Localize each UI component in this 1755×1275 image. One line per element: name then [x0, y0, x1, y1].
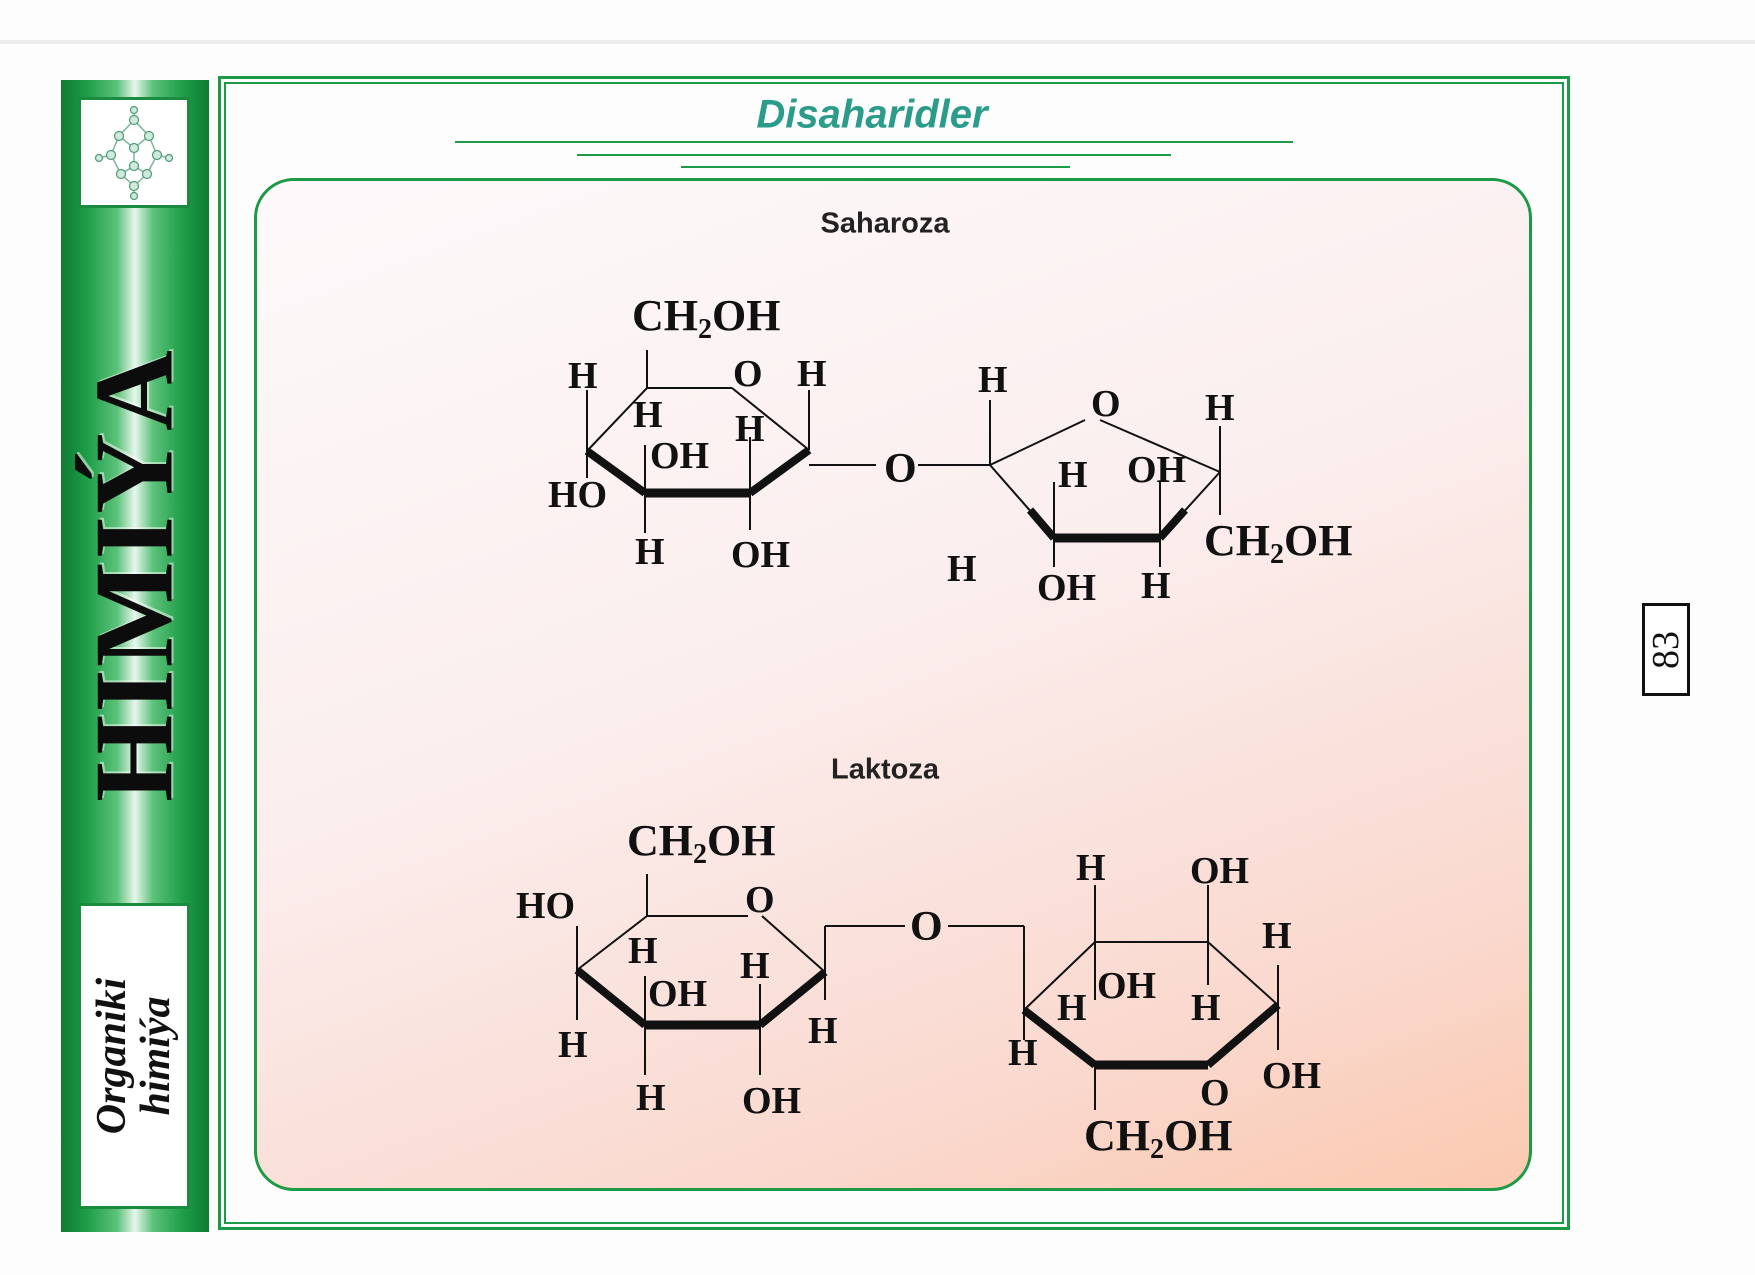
- page-frame-inner: [224, 82, 1564, 1224]
- laktoza-oh-1: OH: [648, 973, 707, 1015]
- laktoza-r-oh-top: OH: [1190, 850, 1249, 892]
- laktoza-oh-2: OH: [742, 1080, 801, 1122]
- title-rule-2: [577, 154, 1171, 156]
- page-number-box: [1642, 603, 1690, 696]
- saharoza-o-ring: O: [733, 353, 763, 395]
- page-edge: [0, 40, 1755, 44]
- laktoza-h-3: H: [558, 1024, 588, 1066]
- saharoza-f-h-in: H: [1058, 454, 1088, 496]
- saharoza-glucose-bold-edges: [584, 446, 812, 497]
- saharoza-h-5: H: [635, 531, 665, 573]
- laktoza-r-ch2oh: CH2OH: [1084, 1111, 1232, 1165]
- section-title-saharoza: Saharoza: [820, 207, 950, 240]
- laktoza-r-oh-in: OH: [1097, 965, 1156, 1007]
- saharoza-h-1: H: [568, 355, 598, 397]
- saharoza-f-h-bot: H: [1141, 565, 1171, 607]
- laktoza-glucose-bold-edges: [1021, 1001, 1281, 1069]
- title-rule-3: [681, 166, 1070, 168]
- laktoza-ch2oh-top: CH2OH: [627, 816, 775, 870]
- saharoza-f-h-top: H: [978, 359, 1008, 401]
- laktoza-h-1: H: [628, 930, 658, 972]
- saharoza-h-2: H: [797, 353, 827, 395]
- saharoza-h-3: H: [633, 394, 663, 436]
- laktoza-r-h-top: H: [1076, 847, 1106, 889]
- laktoza-o-ring: O: [745, 879, 775, 921]
- laktoza-h-4: H: [808, 1010, 838, 1052]
- saharoza-f-oh-in: OH: [1127, 449, 1186, 491]
- page-frame: [218, 76, 1570, 1230]
- saharoza-f-oh-bot: OH: [1037, 567, 1096, 609]
- laktoza-r-h-right: H: [1262, 915, 1292, 957]
- laktoza-r-h-in-2: H: [1191, 987, 1221, 1029]
- saharoza-f-h-right: H: [1205, 387, 1235, 429]
- saharoza-h-4: H: [735, 408, 765, 450]
- saharoza-ho: HO: [548, 474, 607, 516]
- saharoza-oh-1: OH: [650, 435, 709, 477]
- saharoza-f-o-ring: O: [1091, 383, 1121, 425]
- laktoza-r-h-left: H: [1008, 1032, 1038, 1074]
- laktoza-galactose-bold-edges: [574, 966, 828, 1029]
- laktoza-r-oh-right: OH: [1262, 1055, 1321, 1097]
- saharoza-oh-2: OH: [731, 534, 790, 576]
- saharoza-f-h-low: H: [947, 548, 977, 590]
- laktoza-galactose-ring: [576, 874, 1025, 1075]
- saharoza-ch2oh-top: CH2OH: [632, 291, 780, 345]
- laktoza-h-5: H: [636, 1077, 666, 1119]
- saharoza-fructose-ring: [989, 400, 1221, 567]
- laktoza-r-h-in-1: H: [1057, 987, 1087, 1029]
- content-panel: [254, 178, 1532, 1191]
- molecule-cluster-icon: [94, 105, 174, 201]
- page-title: Disaharidler: [756, 92, 988, 137]
- saharoza-f-ch2oh: CH2OH: [1204, 516, 1352, 570]
- saharoza-o-bridge: O: [884, 446, 917, 492]
- title-rule-1: [455, 141, 1293, 143]
- saharoza-fructose-bold-edges: [1026, 507, 1188, 541]
- laktoza-o-bridge: O: [910, 904, 943, 950]
- laktoza-h-2: H: [740, 945, 770, 987]
- subtitle-box: [78, 903, 190, 1209]
- section-title-laktoza: Laktoza: [831, 753, 939, 786]
- laktoza-r-o-ring: O: [1200, 1072, 1230, 1114]
- saharoza-glucose-ring: [586, 350, 990, 533]
- logo-box: [78, 97, 190, 208]
- laktoza-ho: HO: [516, 885, 575, 927]
